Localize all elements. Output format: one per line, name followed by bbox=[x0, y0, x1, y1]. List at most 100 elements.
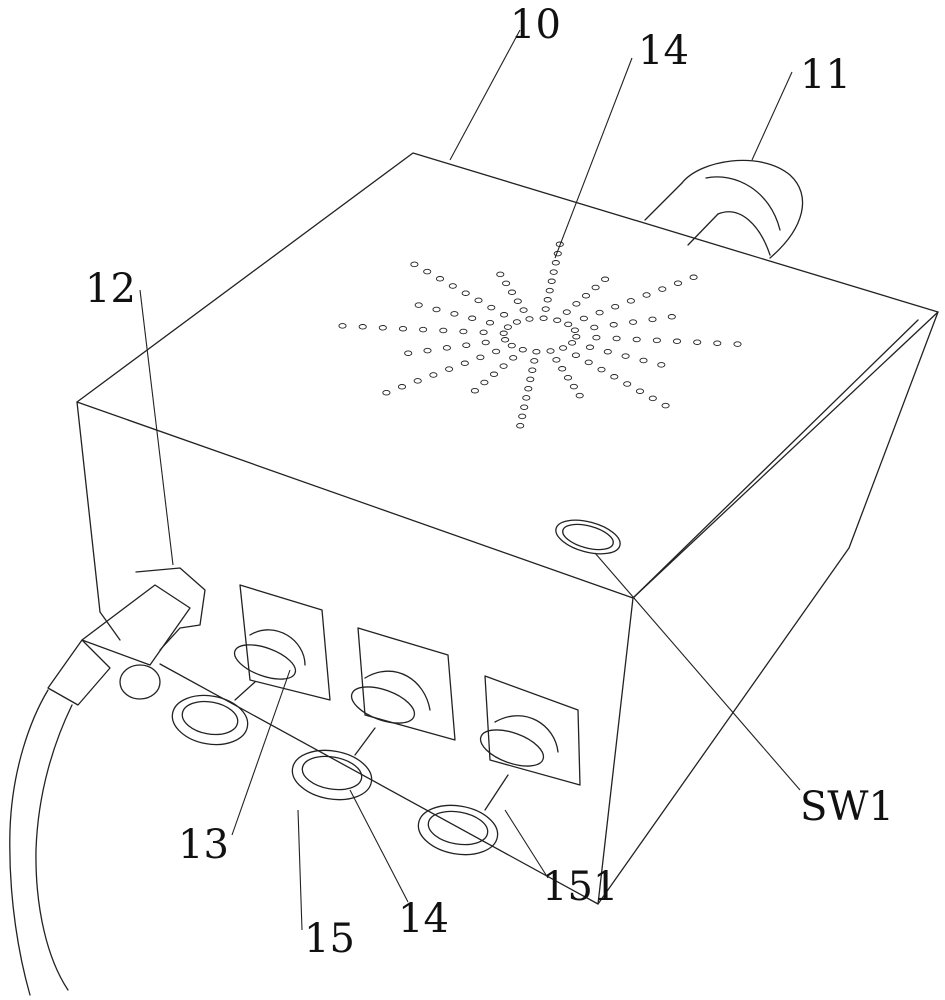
leader-13 bbox=[231, 669, 291, 836]
speaker-hole bbox=[621, 353, 630, 359]
speaker-hole bbox=[459, 328, 468, 335]
speaker-hole bbox=[547, 278, 556, 285]
speaker-hole bbox=[658, 286, 667, 292]
speaker-hole bbox=[435, 276, 445, 282]
speaker-hole bbox=[611, 303, 620, 310]
speaker-hole bbox=[518, 413, 527, 420]
speaker-hole bbox=[652, 337, 661, 344]
speaker-hole bbox=[518, 346, 527, 353]
speaker-hole bbox=[610, 374, 619, 380]
speaker-hole bbox=[693, 339, 702, 345]
speaker-hole bbox=[445, 366, 454, 372]
speaker-hole bbox=[571, 352, 580, 358]
label-14-top: 14 bbox=[638, 28, 689, 74]
leader-10 bbox=[449, 29, 521, 161]
rear-cable-plug bbox=[681, 159, 804, 259]
housing-edges bbox=[76, 311, 939, 905]
leader-14-bottom bbox=[349, 789, 409, 903]
label-11: 11 bbox=[800, 52, 851, 98]
label-13: 13 bbox=[178, 822, 229, 868]
speaker-hole bbox=[733, 341, 742, 347]
speaker-hole bbox=[450, 311, 459, 317]
speaker-hole bbox=[568, 340, 577, 346]
speaker-hole bbox=[382, 389, 391, 396]
port-151-spout bbox=[494, 715, 559, 753]
cable-left-edge bbox=[9, 689, 49, 996]
speaker-grille bbox=[338, 241, 742, 429]
port-2-opening bbox=[350, 686, 416, 724]
speaker-hole bbox=[545, 287, 554, 294]
speaker-hole bbox=[569, 383, 578, 390]
speaker-hole bbox=[419, 326, 428, 333]
speaker-hole bbox=[553, 317, 562, 324]
rear-cable-body bbox=[644, 182, 719, 246]
speaker-hole bbox=[549, 269, 558, 275]
power-plug bbox=[9, 567, 206, 996]
port-2-cap-inner bbox=[301, 755, 363, 791]
speaker-hole bbox=[338, 323, 347, 329]
speaker-hole bbox=[648, 316, 657, 323]
speaker-hole bbox=[601, 276, 610, 283]
speaker-hole bbox=[597, 366, 606, 373]
speaker-hole bbox=[496, 271, 505, 278]
leader-12 bbox=[139, 289, 174, 566]
speaker-hole bbox=[595, 309, 604, 316]
speaker-hole bbox=[524, 385, 533, 392]
plug-small-ring bbox=[119, 664, 161, 700]
speaker-hole bbox=[485, 319, 495, 326]
switch-inner-ring bbox=[562, 523, 614, 551]
port-13-strap bbox=[234, 681, 256, 701]
port-13-opening bbox=[233, 644, 297, 680]
speaker-hole bbox=[539, 315, 548, 322]
port-2-strap bbox=[354, 727, 376, 756]
speaker-hole bbox=[575, 392, 584, 399]
speaker-hole bbox=[528, 367, 537, 373]
speaker-hole bbox=[378, 325, 387, 331]
port-2-spout bbox=[364, 670, 431, 711]
speaker-hole bbox=[501, 337, 510, 343]
port-13-cap-inner bbox=[181, 700, 239, 736]
housing-top-face bbox=[76, 152, 939, 599]
speaker-hole bbox=[414, 302, 423, 308]
speaker-hole bbox=[460, 360, 469, 367]
label-sw1: SW1 bbox=[800, 784, 894, 830]
reference-labels: 10 14 11 12 13 15 14 151 SW1 bbox=[85, 2, 894, 962]
port-151 bbox=[417, 675, 581, 856]
speaker-hole bbox=[673, 280, 683, 286]
speaker-hole bbox=[689, 274, 698, 281]
rear-cable-ring bbox=[705, 176, 781, 256]
speaker-hole bbox=[476, 354, 485, 361]
speaker-hole bbox=[661, 402, 670, 409]
speaker-hole bbox=[474, 297, 483, 304]
port-2 bbox=[291, 627, 456, 801]
speaker-hole bbox=[423, 268, 432, 275]
port-13-spout bbox=[249, 629, 306, 666]
leader-sw1 bbox=[594, 552, 801, 791]
speaker-hole bbox=[591, 284, 600, 291]
speaker-hole bbox=[581, 292, 591, 299]
speaker-hole bbox=[572, 301, 581, 307]
speaker-hole bbox=[632, 336, 641, 343]
speaker-hole bbox=[623, 381, 632, 387]
speaker-hole bbox=[558, 366, 567, 372]
label-15: 15 bbox=[304, 916, 355, 962]
speaker-hole bbox=[629, 319, 638, 325]
speaker-hole bbox=[530, 358, 539, 364]
speaker-hole bbox=[404, 350, 413, 356]
label-10: 10 bbox=[510, 2, 561, 48]
cable-right-edge bbox=[35, 704, 73, 991]
speaker-hole bbox=[562, 309, 571, 315]
speaker-hole bbox=[713, 340, 722, 346]
leader-15 bbox=[297, 809, 303, 931]
speaker-hole bbox=[639, 357, 648, 364]
port-13-frame bbox=[239, 584, 331, 701]
speaker-hole bbox=[513, 298, 522, 304]
speaker-hole bbox=[492, 348, 501, 355]
speaker-hole bbox=[398, 325, 408, 332]
speaker-hole bbox=[592, 334, 601, 341]
speaker-hole bbox=[543, 297, 552, 303]
speaker-hole bbox=[526, 376, 535, 383]
speaker-hole bbox=[559, 345, 568, 351]
speaker-hole bbox=[481, 339, 490, 346]
speaker-hole bbox=[439, 327, 448, 334]
